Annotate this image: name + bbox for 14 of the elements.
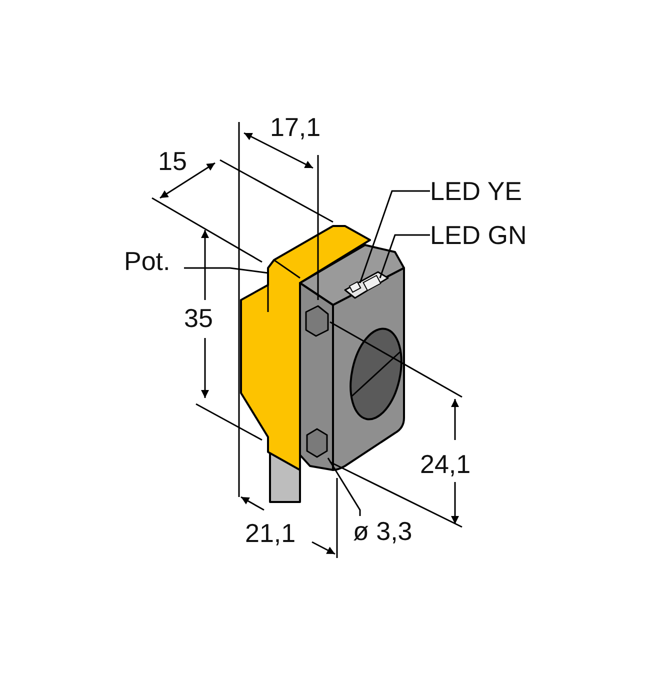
dimension-label: 15 xyxy=(158,146,187,176)
dimension-label: 17,1 xyxy=(270,112,321,142)
dimension-label: 21,1 xyxy=(245,518,296,548)
leader-line xyxy=(327,458,361,516)
dimension-label: 35 xyxy=(184,303,213,333)
callout-label: ø 3,3 xyxy=(353,516,429,546)
callout-label: Pot. xyxy=(124,246,184,276)
dimension-label: 24,1 xyxy=(420,449,471,479)
mounting-hole xyxy=(306,428,328,458)
callout-label: LED YE xyxy=(430,176,522,206)
leader-line xyxy=(379,234,430,278)
leader-line xyxy=(184,267,268,274)
callout-label: LED GN xyxy=(430,220,548,250)
leader-line xyxy=(359,190,430,284)
